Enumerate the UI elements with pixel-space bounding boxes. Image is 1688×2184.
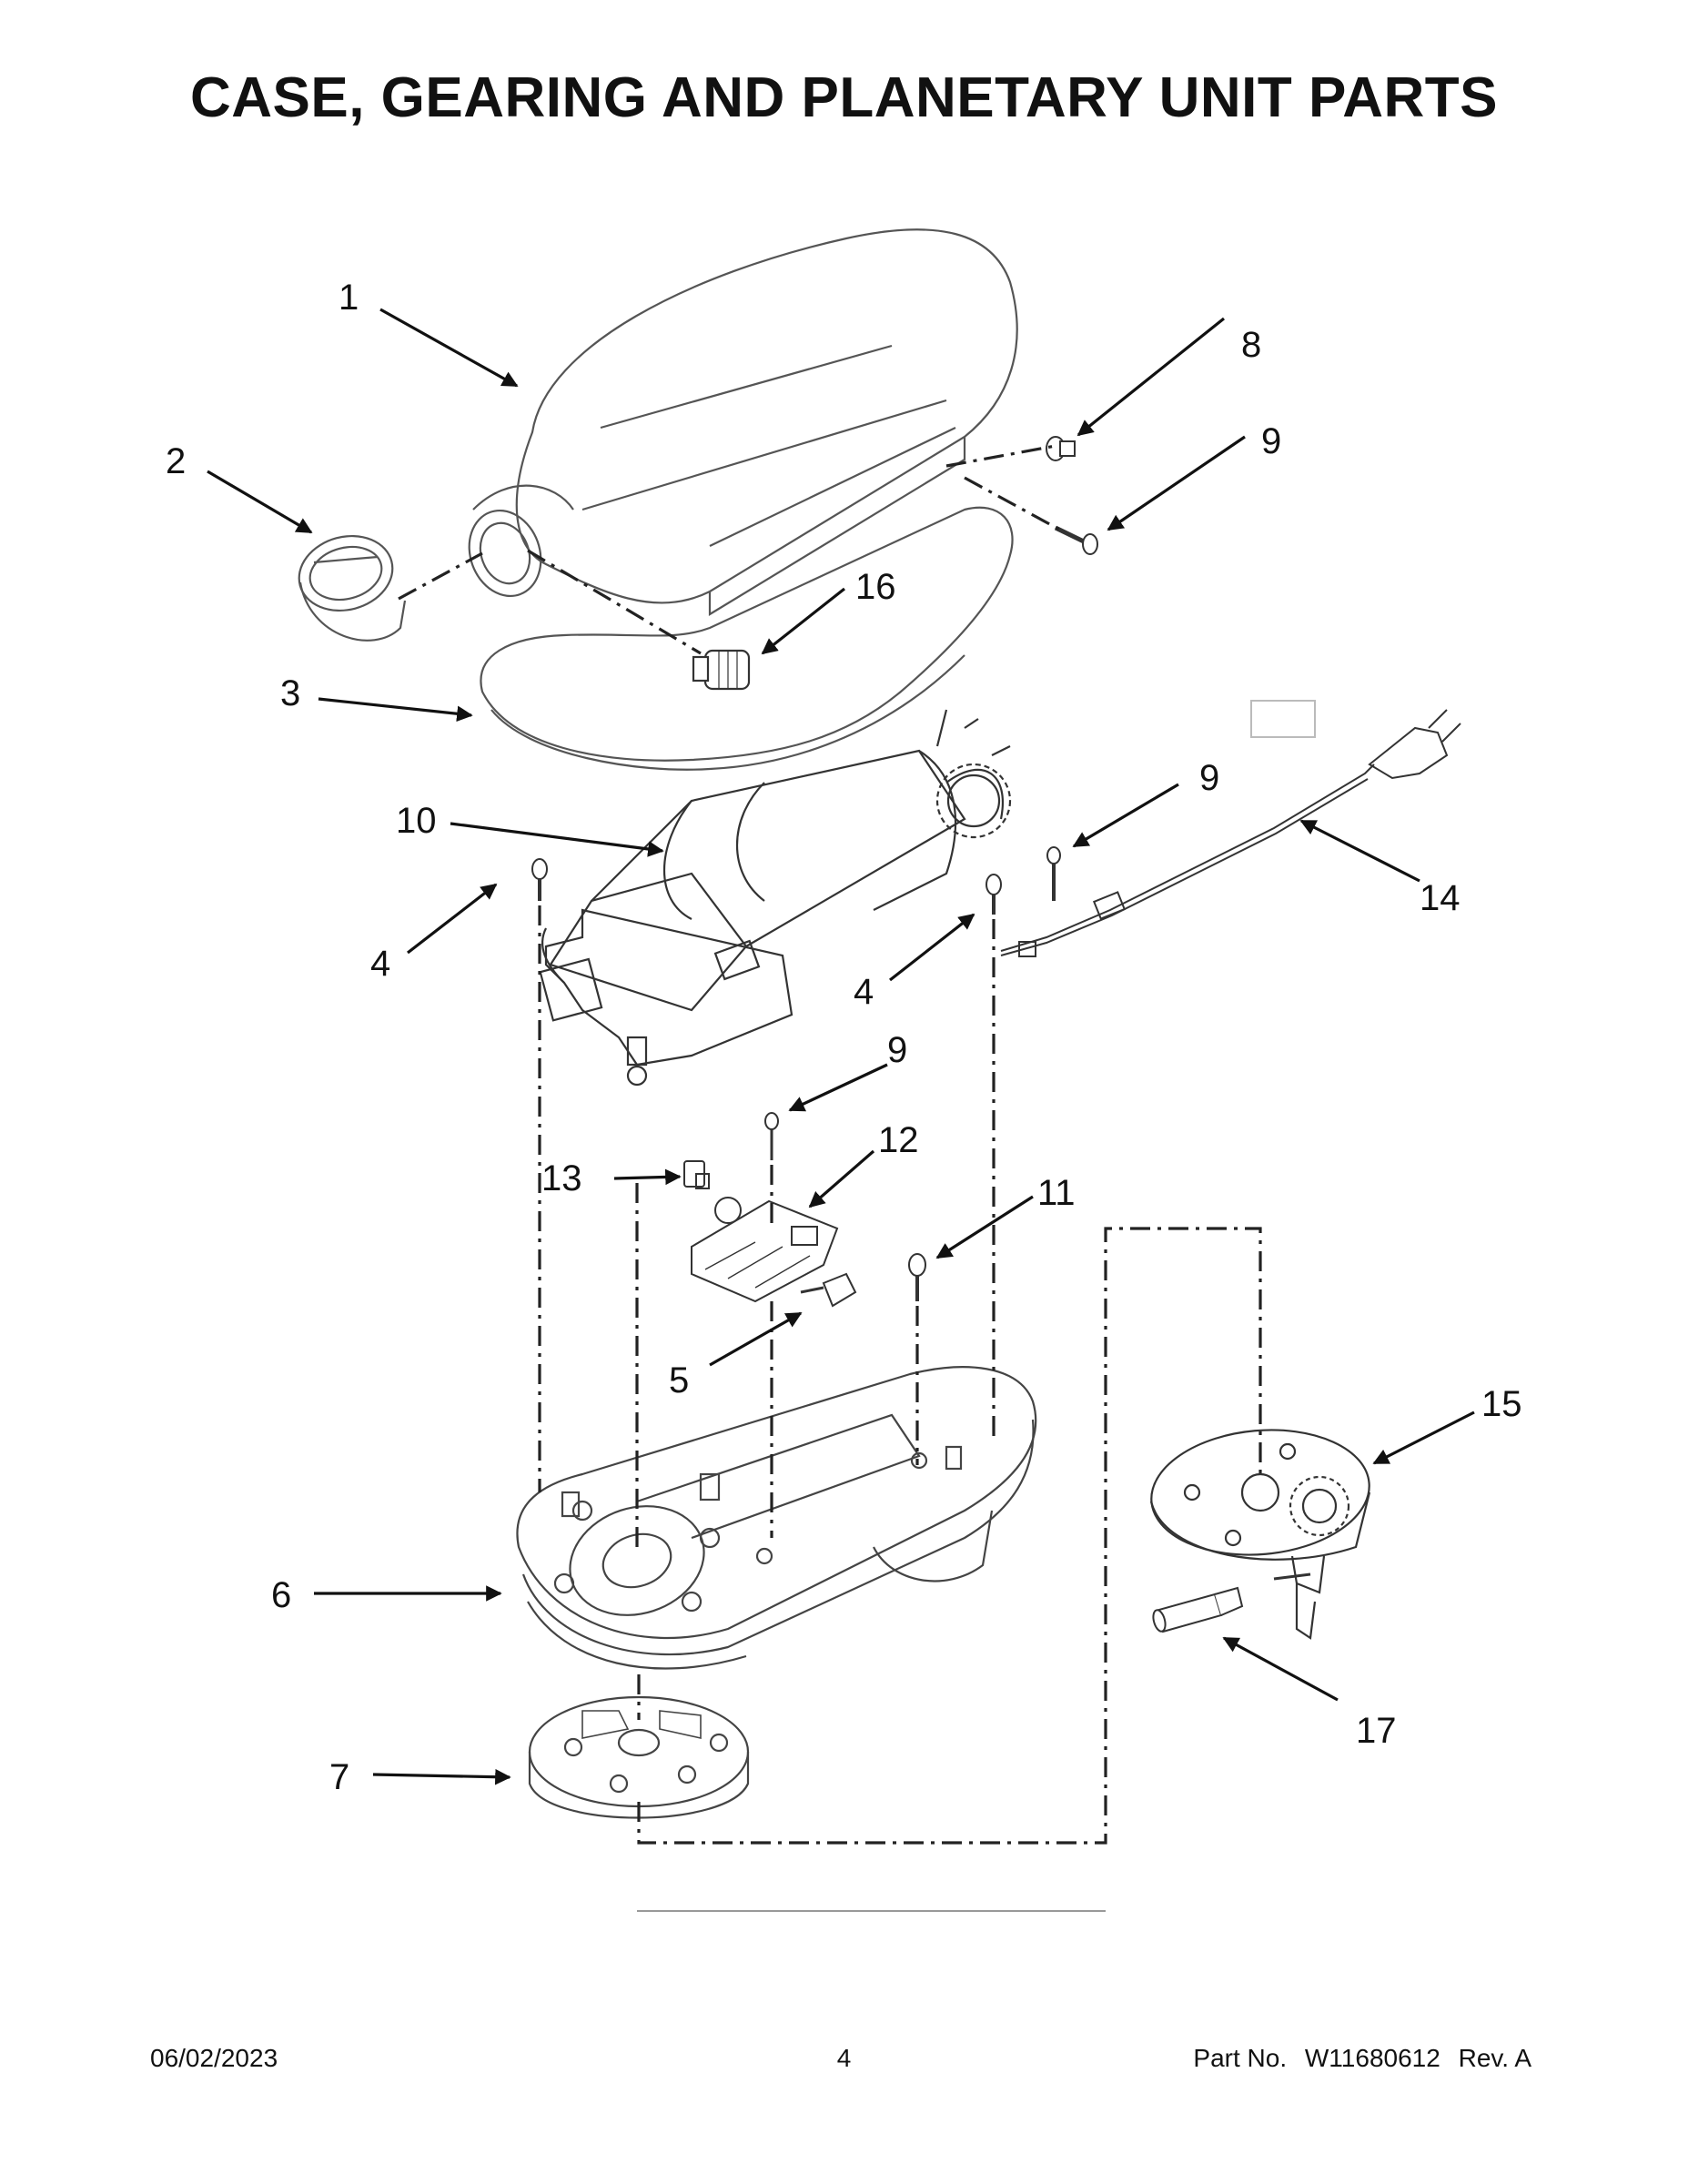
- callout-10: 10: [396, 801, 437, 841]
- callout-4: 4: [854, 972, 874, 1012]
- callout-12: 12: [878, 1120, 919, 1160]
- part-label: Part No.: [1193, 2044, 1288, 2072]
- attachment-hub-cover: [298, 534, 407, 642]
- assembly-lines: [398, 444, 1262, 1845]
- footer-part-info: Part No. W11680612 Rev. A: [1182, 2044, 1531, 2073]
- callout-11: 11: [1037, 1173, 1076, 1213]
- footer-page-number: 4: [836, 2044, 852, 2072]
- callout-8: 8: [1241, 325, 1261, 365]
- callout-5: 5: [669, 1360, 689, 1400]
- callout-2: 2: [166, 441, 186, 481]
- callout-16: 16: [855, 567, 896, 607]
- callout-4: 4: [370, 944, 390, 984]
- callout-9: 9: [1261, 421, 1281, 461]
- callout-6: 6: [271, 1575, 291, 1615]
- page-title: CASE, GEARING AND PLANETARY UNIT PARTS: [189, 66, 1499, 129]
- motor-housing-cover: [468, 228, 1018, 616]
- small-screws-top: [1046, 436, 1098, 555]
- motor-assembly: [539, 709, 1012, 1087]
- callout-9: 9: [1199, 758, 1219, 798]
- callout-9: 9: [887, 1030, 907, 1070]
- mounting-screws: [531, 858, 1002, 1301]
- callout-15: 15: [1481, 1384, 1522, 1424]
- revision: Rev. A: [1458, 2044, 1531, 2072]
- part-number: W11680612: [1304, 2044, 1440, 2072]
- callout-arrows: [207, 308, 1475, 1785]
- planetary-unit: [1149, 1429, 1371, 1640]
- callout-13: 13: [541, 1158, 582, 1198]
- control-board-assembly: [683, 1112, 857, 1308]
- footer-date: 06/02/2023: [150, 2044, 278, 2072]
- case-bottom-plate: [480, 506, 1014, 771]
- callout-labels: 1 2 3 8 9 16 10 9 14 4 4 9 13 12 11 5 6 …: [166, 278, 1522, 1797]
- gear-case-housing: [516, 1366, 1037, 1670]
- callout-17: 17: [1356, 1711, 1397, 1751]
- planetary-pin: [1152, 1586, 1244, 1633]
- callout-7: 7: [329, 1757, 349, 1797]
- callout-3: 3: [280, 673, 300, 713]
- hub-knob: [692, 649, 751, 691]
- callout-1: 1: [339, 278, 359, 318]
- callout-14: 14: [1420, 878, 1461, 918]
- power-cord: [1000, 700, 1461, 957]
